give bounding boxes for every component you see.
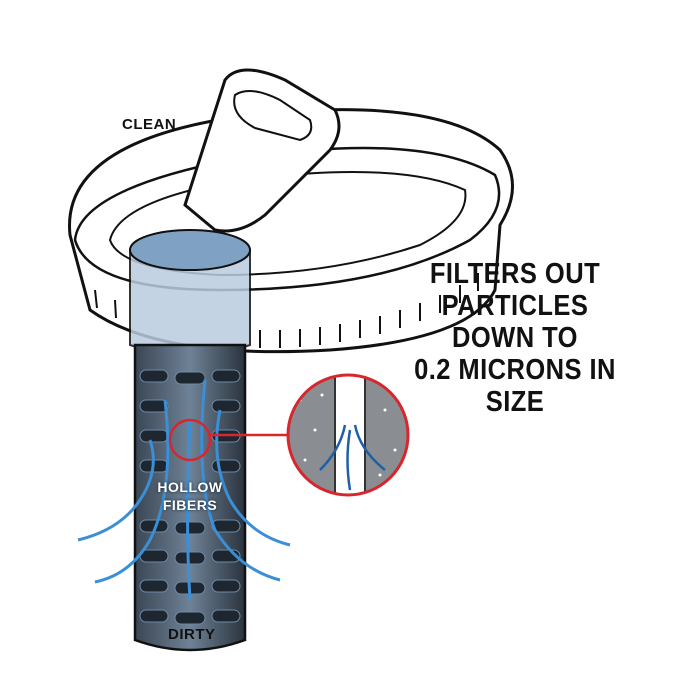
- dirty-label: DIRTY: [168, 626, 216, 643]
- hollow-fibers-line1: HOLLOW: [157, 479, 223, 495]
- hollow-fibers-label: HOLLOW FIBERS: [150, 478, 230, 514]
- spout-flap: [183, 68, 341, 233]
- headline-line2: PARTICLES DOWN TO: [441, 290, 589, 354]
- water-flow-arrows: [77, 379, 291, 601]
- headline: FILTERS OUT PARTICLES DOWN TO 0.2 MICRON…: [401, 258, 630, 418]
- clean-label: CLEAN: [122, 116, 177, 133]
- headline-line3: 0.2 MICRONS IN SIZE: [414, 354, 616, 418]
- callout-circle: [168, 418, 212, 462]
- headline-line1: FILTERS OUT: [429, 258, 601, 290]
- magnified-fiber-view: [288, 375, 408, 495]
- hollow-fibers-line2: FIBERS: [162, 497, 218, 513]
